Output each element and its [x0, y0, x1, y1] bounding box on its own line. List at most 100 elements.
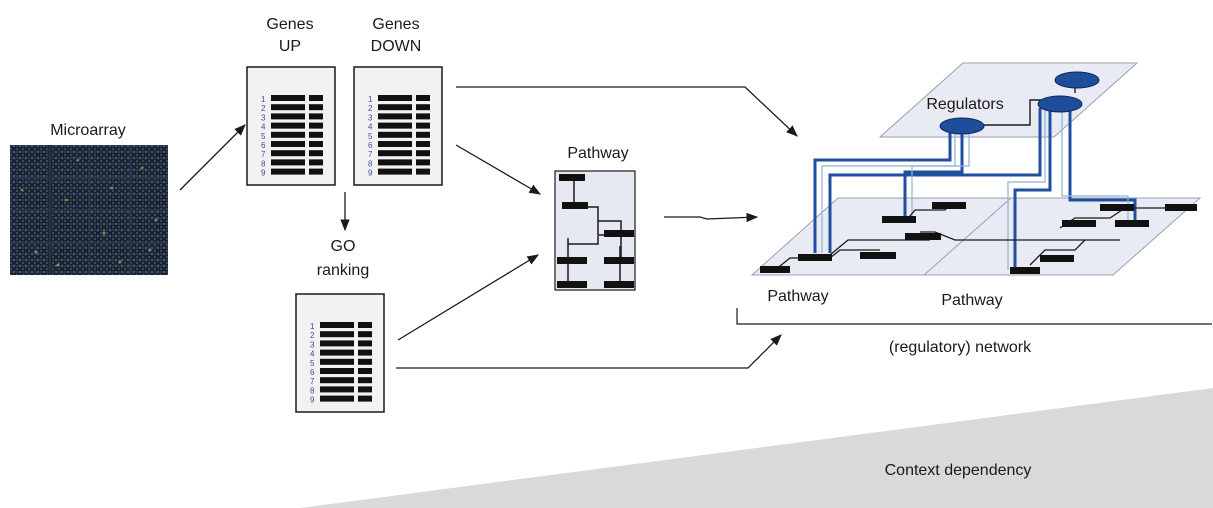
gene-score-bar — [358, 377, 372, 384]
rank-number: 5 — [368, 132, 373, 141]
gene-bar — [271, 122, 305, 129]
rank-number: 8 — [310, 386, 315, 395]
rank-number: 6 — [261, 141, 266, 150]
rank-number: 5 — [310, 359, 315, 368]
gene-score-bar — [358, 331, 372, 338]
gene-bar — [378, 104, 412, 111]
network-bracket — [736, 308, 1212, 325]
network-label: (regulatory) network — [888, 339, 1032, 356]
pathway-left-label: Pathway — [767, 288, 829, 305]
microarray-image — [10, 145, 168, 275]
gene-score-bar — [416, 159, 430, 166]
arrow-go-to-pathway — [397, 254, 540, 341]
rank-number: 3 — [261, 113, 266, 122]
rank-number: 7 — [368, 150, 373, 159]
gene-score-bar — [309, 131, 323, 138]
arrow-genes-down-to-pathway — [455, 144, 542, 195]
genes-down-bars — [378, 95, 430, 175]
gene-score-bar — [416, 131, 430, 138]
gene-score-bar — [309, 168, 323, 175]
gene-score-bar — [416, 113, 430, 120]
gene-bar — [378, 150, 412, 157]
regulator-node — [1037, 95, 1083, 113]
gene-score-bar — [309, 95, 323, 101]
rank-number: 3 — [368, 113, 373, 122]
regulators-label: Regulators — [926, 96, 1004, 113]
rank-number: 4 — [310, 350, 315, 359]
gene-bar — [378, 131, 412, 138]
gene-bar — [320, 386, 354, 393]
pathway-center-diagram — [554, 170, 636, 291]
gene-score-bar — [358, 386, 372, 393]
arrow-go-to-network — [396, 334, 782, 369]
rank-number: 2 — [261, 104, 266, 113]
gene-bar — [378, 122, 412, 129]
rank-number: 1 — [310, 322, 315, 331]
gene-score-bar — [309, 104, 323, 111]
gene-bar — [271, 159, 305, 166]
gene-bar — [320, 331, 354, 338]
pathway-right-label: Pathway — [941, 292, 1003, 309]
microarray-label: Microarray — [50, 122, 126, 139]
gene-bar — [271, 113, 305, 120]
go-ranking-label-line2: ranking — [316, 262, 370, 279]
rank-number: 1 — [261, 95, 266, 104]
gene-bar — [271, 150, 305, 157]
gene-score-bar — [416, 104, 430, 111]
rank-number: 5 — [261, 132, 266, 141]
arrow-genes-down-to-network — [456, 86, 798, 137]
pathway-center-label: Pathway — [567, 145, 629, 162]
rank-number: 8 — [261, 159, 266, 168]
gene-score-bar — [416, 95, 430, 101]
gene-bar — [320, 368, 354, 374]
flow-arrows — [179, 86, 798, 369]
genes-down-label-line2: DOWN — [370, 38, 422, 55]
gene-bar — [271, 141, 305, 147]
gene-bar — [378, 141, 412, 147]
rank-number: 2 — [368, 104, 373, 113]
genes-up-label-line2: UP — [278, 38, 302, 55]
gene-bar — [378, 159, 412, 166]
gene-score-bar — [309, 159, 323, 166]
gene-score-bar — [358, 358, 372, 365]
regulatory-network-diagram — [736, 62, 1212, 325]
gene-score-bar — [416, 122, 430, 129]
gene-score-bar — [358, 322, 372, 328]
genes-down-label-line1: Genes — [372, 16, 420, 33]
context-dependency-label: Context dependency — [884, 462, 1032, 479]
gene-bar — [320, 322, 354, 328]
gene-score-bar — [416, 141, 430, 147]
gene-score-bar — [358, 349, 372, 356]
gene-bar — [271, 168, 305, 175]
gene-bar — [271, 104, 305, 111]
rank-number: 1 — [368, 95, 373, 104]
gene-score-bar — [416, 168, 430, 175]
gene-score-bar — [416, 150, 430, 157]
genes-up-bars — [271, 95, 323, 175]
gene-bar — [378, 168, 412, 175]
gene-bar — [320, 395, 354, 402]
rank-number: 4 — [261, 123, 266, 132]
gene-score-bar — [358, 368, 372, 374]
gene-bar — [320, 349, 354, 356]
gene-score-bar — [309, 122, 323, 129]
gene-bar — [320, 340, 354, 347]
gene-score-bar — [309, 141, 323, 147]
gene-score-bar — [358, 395, 372, 402]
regulator-node — [939, 117, 985, 135]
arrow-pathway-to-network — [664, 212, 759, 223]
rank-number: 2 — [310, 331, 315, 340]
rank-number: 9 — [368, 169, 373, 178]
gene-bar — [378, 95, 412, 101]
arrow-microarray-to-genes — [179, 124, 246, 191]
gene-score-bar — [309, 113, 323, 120]
regulator-node — [1054, 71, 1100, 89]
gene-bar — [378, 113, 412, 120]
genes-up-label-line1: Genes — [266, 16, 314, 33]
